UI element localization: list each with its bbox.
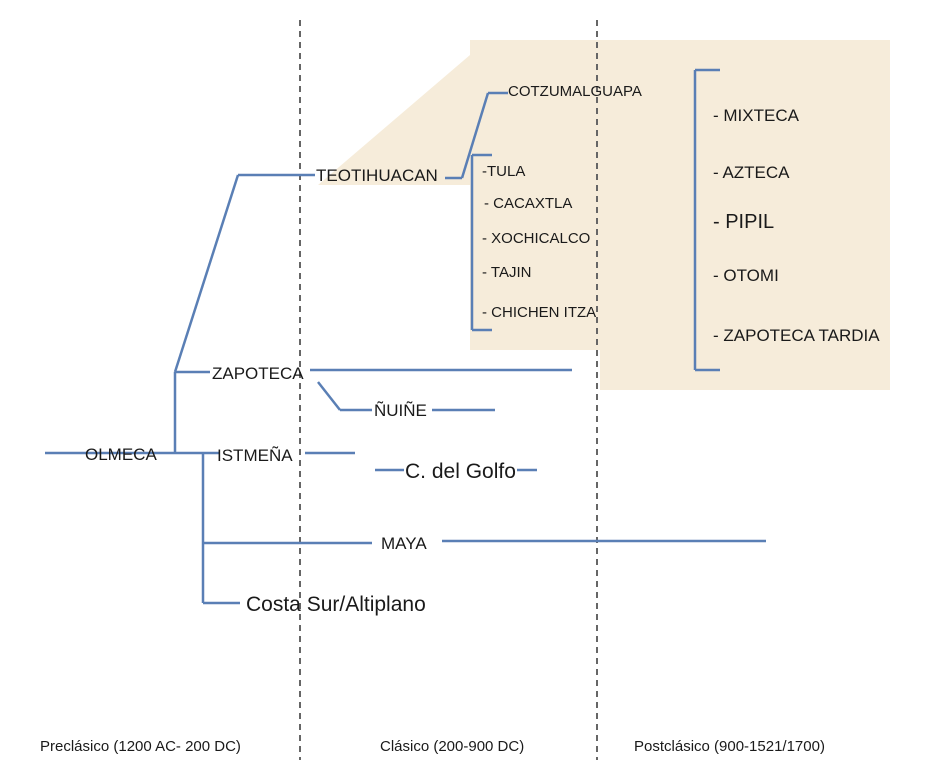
period-postclasico-label: Postclásico (900-1521/1700): [634, 738, 825, 755]
zapoteca-label: ZAPOTECA: [212, 364, 304, 383]
postclassic-culture-item: - OTOMI: [713, 266, 779, 285]
period-clasico-label: Clásico (200-900 DC): [380, 738, 525, 755]
golfo-label: C. del Golfo: [405, 460, 516, 483]
postclassic-culture-item: - AZTECA: [713, 163, 790, 182]
teotihuacan-branch-item: - CACAXTLA: [484, 195, 573, 212]
teotihuacan-branch-item: -TULA: [482, 163, 526, 180]
olmeca-label: OLMECA: [85, 445, 157, 464]
postclassic-culture-item: - PIPIL: [713, 211, 775, 233]
istmena-label: ISTMEÑA: [217, 446, 293, 465]
cotzumalguapa-label: COTZUMALGUAPA: [508, 83, 642, 100]
postclassic-culture-item: - MIXTECA: [713, 106, 799, 125]
costa-sur-label: Costa Sur/Altiplano: [246, 593, 426, 616]
period-preclasico-label: Preclásico (1200 AC- 200 DC): [40, 738, 241, 755]
teotihuacan-label: TEOTIHUACAN: [316, 166, 438, 185]
branch-lines: [45, 68, 766, 605]
teotihuacan-branch-item: - TAJIN: [482, 264, 532, 281]
teotihuacan-influence-region: [318, 40, 890, 390]
maya-label: MAYA: [381, 534, 427, 553]
teotihuacan-branch-item: - XOCHICALCO: [482, 230, 591, 247]
teotihuacan-branch-item: - CHICHEN ITZA: [482, 304, 597, 321]
nuine-label: ÑUIÑE: [374, 401, 427, 420]
postclassic-culture-item: - ZAPOTECA TARDIA: [713, 326, 880, 345]
